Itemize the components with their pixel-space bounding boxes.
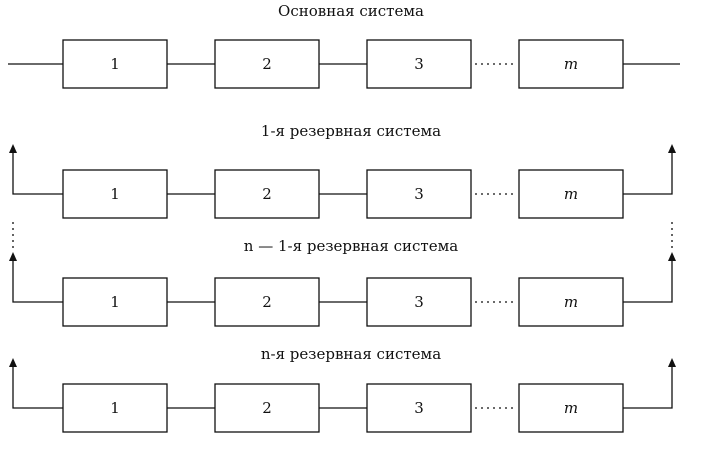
output-arrow [668,144,676,153]
block-box [214,169,320,219]
block-label: 3 [414,185,424,203]
system-row: Основная система 1 2 3 m [8,2,680,89]
block-label: 3 [414,55,424,73]
block-label: 2 [262,55,272,73]
block-box [518,169,624,219]
block: 3 [366,383,472,433]
block-box [366,169,472,219]
block: m [518,169,624,219]
output-feedback-wire [623,152,673,195]
system-row: 1-я резервная система 1 2 3 m [9,122,676,219]
input-feedback-wire [12,366,63,409]
block: 1 [62,277,168,327]
block-label: 2 [262,185,272,203]
block-label: 1 [110,293,120,311]
block-box [62,169,168,219]
block-box [518,277,624,327]
block-label: 2 [262,293,272,311]
block-label: m [564,185,578,203]
input-arrow [9,144,17,153]
block-label: 2 [262,399,272,417]
output-feedback-wire [623,366,673,409]
block-box [366,277,472,327]
block-label: m [564,293,578,311]
block-label: 3 [414,293,424,311]
input-feedback-wire [12,260,63,303]
block-label: 1 [110,185,120,203]
block-box [62,383,168,433]
row-title: Основная система [278,2,424,20]
block: 1 [62,383,168,433]
block: 3 [366,169,472,219]
block: 3 [366,39,472,89]
block-box [214,39,320,89]
block: m [518,383,624,433]
input-feedback-wire [12,152,63,195]
block: 1 [62,39,168,89]
system-row: n-я резервная система 1 2 3 m [9,345,676,433]
block: m [518,277,624,327]
output-arrow [668,358,676,367]
block: 2 [214,39,320,89]
block: 2 [214,169,320,219]
block-box [62,39,168,89]
block: m [518,39,624,89]
input-arrow [9,358,17,367]
block-label: 3 [414,399,424,417]
block-box [214,277,320,327]
input-arrow [9,252,17,261]
block-box [366,39,472,89]
block-box [366,383,472,433]
block-label: 1 [110,55,120,73]
output-arrow [668,252,676,261]
output-feedback-wire [623,260,673,303]
block: 1 [62,169,168,219]
block-label: m [564,55,578,73]
block: 3 [366,277,472,327]
block: 2 [214,383,320,433]
row-title: n — 1-я резервная система [244,237,458,255]
block-box [214,383,320,433]
system-row: n — 1-я резервная система 1 2 3 m [9,237,676,327]
block-box [518,39,624,89]
block-label: 1 [110,399,120,417]
block-box [62,277,168,327]
block-box [518,383,624,433]
block-label: m [564,399,578,417]
block: 2 [214,277,320,327]
row-title: 1-я резервная система [261,122,441,140]
row-title: n-я резервная система [261,345,441,363]
